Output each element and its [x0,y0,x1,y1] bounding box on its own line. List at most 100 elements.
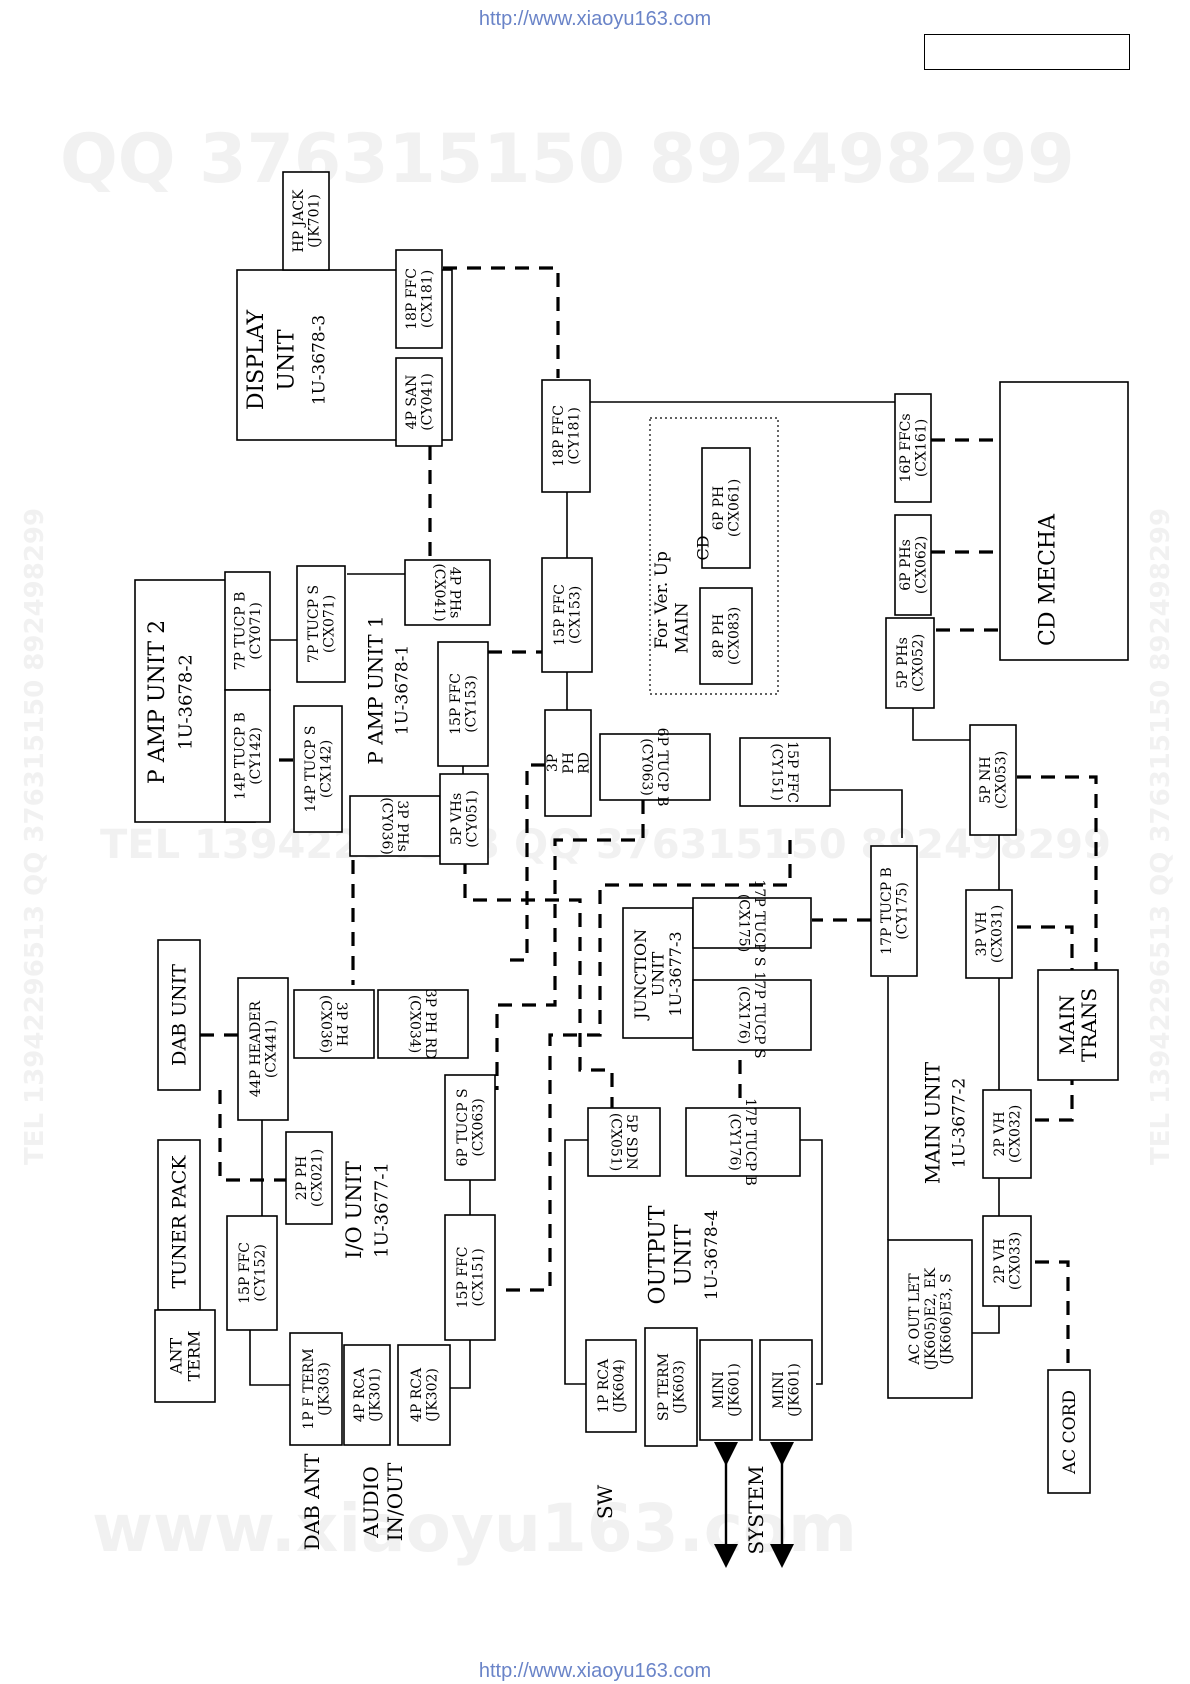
dab-unit-block [157,939,201,1091]
jk302-label-line-1: (JK302) [425,1368,441,1422]
cy041-label: 4P SAN(CY041) [404,373,436,431]
source-url-bottom[interactable]: http://www.xiaoyu163.com [478,1660,712,1682]
cx151-label-line-0: 15P FFC [455,1247,471,1309]
hp-jack-box [282,171,330,271]
source-url-top[interactable]: http://www.xiaoyu163.com [478,8,712,30]
ac-outlet-box [887,1239,973,1399]
watermark-tel: TEL 13942296513 QQ 376315150 892498299 [100,822,1111,868]
dash-cx031-to-trans [1017,925,1074,970]
cy176-box [685,1107,801,1177]
cx153-label-line-1: (CX153) [568,586,584,644]
jk604-label: 1P RCA(JK604) [596,1358,628,1413]
output-unit-label-line-1: UNIT [672,1224,697,1285]
cx071-box [296,565,346,683]
jk303-label-line-0: 1P F TERM [301,1348,317,1429]
ac-outlet-label-line-0: AC OUT LET [907,1273,923,1366]
tuner-pack-label-line-0: TUNER PACK [169,1155,191,1289]
cx176-label: 17P TUCP S(CX176) [735,972,767,1059]
cx062-label-line-0: 6P PHs [898,539,914,591]
jk302-box [397,1344,451,1446]
cx151-label-line-1: (CX151) [471,1248,487,1306]
label-sw-line-0: SW [593,1484,617,1519]
p-amp-unit-2-label-line-1: 1U-3678-2 [175,654,196,750]
p-amp-unit-1-label-line-0: P AMP UNIT 1 [364,615,388,764]
cy175-box [870,845,918,977]
cy151-box [739,737,831,807]
cy152-box [226,1215,278,1331]
cx036-box [293,989,375,1059]
cx062-label-line-1: (CX062) [914,536,930,594]
cy175-label-line-1: (CY175) [895,882,911,940]
label-audio-inout-line-0: AUDIO [359,1466,383,1539]
cx176-label-line-1: (CX176) [735,986,751,1044]
cx033-box [982,1215,1032,1307]
jk301-label: 4P RCA(JK301) [352,1367,384,1422]
cy051-label-line-1: (CY051) [465,790,481,848]
hp-jack-label-line-0: HP JACK [291,189,307,253]
cx053-label-line-0: 5P NH [978,756,994,803]
ver-up-block [649,417,779,695]
ver-up-label-line-1: MAIN [673,602,693,653]
cx041-box [404,559,491,626]
jk303-label-line-1: (JK303) [317,1362,333,1416]
cx031-label-line-1: (CX031) [990,905,1006,963]
jk603-label-line-0: SP TERM [656,1353,672,1421]
ant-term-label-line-0: ANT [167,1338,186,1376]
jk604-label-line-0: 1P RCA [596,1358,612,1413]
cy176-label: 17P TUCP B(CY176) [726,1098,758,1186]
ant-term-block [154,1309,216,1403]
label-sw: SW [593,1484,617,1519]
cy071-box [224,571,271,691]
main-trans-block [1037,969,1119,1081]
cy152-label-line-0: 15P FFC [237,1242,253,1304]
dash-cx181-to-cy181 [443,266,560,378]
page-number-box [924,34,1130,70]
cx031-box [965,889,1013,979]
cy175-label-line-0: 17P TUCP B [879,867,895,955]
jk301-box [343,1344,391,1446]
cx053-label: 5P NH(CX053) [978,751,1010,809]
cx063-label-line-1: (CX063) [471,1098,487,1156]
cx063-box [444,1074,496,1181]
p-amp-unit-2-label-line-0: P AMP UNIT 2 [145,620,170,784]
cy181-label: 18P FFC(CY181) [551,405,583,467]
display-unit-label-line-2: 1U-3678-3 [310,315,330,405]
cx032-label-line-0: 2P VH [992,1111,1008,1156]
cy151-label-line-1: (CY151) [768,743,784,801]
line-cx033-to-acoutlet [972,1306,1000,1334]
label-system-line-0: SYSTEM [744,1465,768,1554]
cx063-label: 6P TUCP S(CX063) [455,1088,487,1166]
line-cy176-to-jk601b [800,1139,823,1385]
ver-up-label-line-2: CD [693,535,712,560]
jk301-label-line-1: (JK301) [368,1368,384,1422]
output-unit-label-line-2: 1U-3678-4 [702,1210,722,1300]
cx181-label-line-1: (CX181) [420,270,436,328]
label-dab-ant-line-0: DAB ANT [300,1453,324,1550]
cx036-label-line-0: 3P PH [333,1002,349,1046]
jk302-label-line-0: 4P RCA [409,1367,425,1422]
jk604-label-line-1: (JK604) [612,1359,628,1413]
main-trans-label-line-0: MAIN [1055,995,1079,1055]
ver-up-label-line-0: For Ver. Up [652,551,672,649]
cx021-label-line-1: (CX021) [310,1149,326,1207]
cx032-box [982,1089,1032,1179]
display-unit-label-line-1: UNIT [275,329,300,390]
cy041-label-line-1: (CY041) [420,373,436,431]
cy036-label: 3P PHs(CY036) [378,797,410,855]
label-audio-inout-line-1: IN/OUT [383,1462,407,1541]
cx181-label: 18P FFC(CX181) [404,268,436,330]
jk601a-label-line-1: (JK601) [727,1363,743,1417]
cx034-label: 3P PH RD(CX034) [406,989,438,1060]
cx034-box [377,989,469,1059]
cx441-box [237,977,289,1121]
line-cy151-to-cy175 [830,789,903,838]
cx032-label: 2P VH(CX032) [992,1105,1024,1163]
cd-mecha-block [999,381,1129,661]
ph-rd-label-line-0: 3P [545,754,561,772]
